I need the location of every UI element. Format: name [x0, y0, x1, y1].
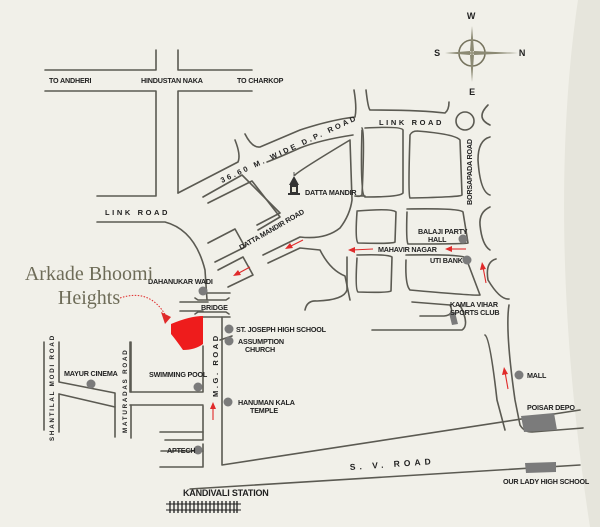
label-poisar-depo: POISAR DEPO — [527, 403, 575, 412]
label-aptech: APTECH — [167, 446, 195, 455]
project-plot-marker[interactable] — [171, 316, 203, 350]
label-kamla-vihar-1: KAMLA VIHAR — [450, 300, 499, 309]
poi-balaji-party-hall[interactable] — [458, 234, 468, 244]
road-label-shantilal-modi-road: SHANTILAL MODI ROAD — [49, 334, 56, 441]
poi-swimming-pool[interactable] — [193, 382, 203, 392]
dp-road — [177, 89, 450, 226]
poi-assumption-church[interactable] — [224, 336, 234, 346]
direction-arrows — [210, 239, 509, 420]
label-assumption-1: ASSUMPTION — [238, 337, 284, 346]
project-title-line1: Arkade Bhoomi — [24, 263, 154, 285]
page-curl — [564, 0, 600, 527]
roads-top-left — [44, 49, 253, 301]
label-balaji-party-hall-1: BALAJI PARTY — [418, 227, 468, 236]
city-blocks — [207, 104, 584, 433]
road-label-dp-road: 36.60 M. WIDE D.P. ROAD — [219, 113, 359, 185]
label-hanuman-2: TEMPLE — [250, 406, 278, 415]
road-label-maturadas-road: MATURADAS ROAD — [122, 348, 129, 433]
road-label-borsapada-road: BORSAPADA ROAD — [465, 139, 474, 205]
road-label-mg-road: M.G. ROAD — [211, 333, 220, 397]
road-label-datta-mandir-road: DATTA MANDIR ROAD — [238, 207, 306, 252]
poi-markers — [86, 234, 524, 455]
label-balaji-party-hall-2: HALL — [428, 235, 447, 244]
poi-dahanukar-wadi[interactable] — [198, 286, 208, 296]
label-kamla-vihar-2: SPORTS CLUB — [450, 308, 499, 317]
label-dahanukar-wadi: DAHANUKAR WADI — [148, 277, 213, 286]
temple-icon — [288, 172, 300, 195]
label-mayur-cinema: MAYUR CINEMA — [64, 369, 118, 378]
project-pointer-arrow — [119, 294, 167, 317]
road-label-mahavir-nagar: MAHAVIR NAGAR — [378, 245, 438, 254]
road-label-sv-road: S. V. ROAD — [349, 456, 435, 472]
bridge — [194, 297, 230, 315]
label-uti-bank: UTI BANK — [430, 256, 464, 265]
road-label-hindustan-naka: HINDUSTAN NAKA — [141, 76, 203, 85]
poi-uti-bank[interactable] — [462, 255, 472, 265]
our-lady-marker — [525, 462, 556, 473]
mg-road-area — [43, 292, 581, 490]
compass-west-label: W — [467, 11, 476, 21]
label-datta-mandir: DATTA MANDIR — [305, 188, 357, 197]
poi-hanuman-temple[interactable] — [223, 397, 233, 407]
compass-north-label: N — [519, 48, 525, 58]
compass-south-label: S — [434, 48, 440, 58]
road-label-to-andheri: TO ANDHERI — [49, 76, 92, 85]
poi-aptech[interactable] — [193, 445, 203, 455]
compass-rose-icon — [445, 26, 518, 82]
poisar-depo-marker — [521, 413, 557, 432]
label-mall: MALL — [527, 371, 547, 380]
road-label-link-road-left: LINK ROAD — [105, 208, 170, 217]
project-title-line2: Heights — [57, 287, 121, 309]
project-title: Arkade Bhoomi Heights — [4, 262, 174, 310]
railway-track-icon — [166, 501, 241, 513]
poi-mayur-cinema[interactable] — [86, 379, 96, 389]
label-our-lady: OUR LADY HIGH SCHOOL — [503, 477, 590, 486]
project-pointer-arrowhead — [161, 312, 171, 324]
label-kandivali-station: KANDIVALI STATION — [183, 488, 269, 498]
poi-st-joseph[interactable] — [224, 324, 234, 334]
kamla-vihar-marker — [449, 312, 458, 325]
label-assumption-2: CHURCH — [245, 345, 275, 354]
label-swimming-pool: SWIMMING POOL — [149, 370, 208, 379]
road-label-link-road-top: LINK ROAD — [379, 118, 444, 127]
bridge-label: BRIDGE — [201, 303, 228, 312]
road-label-to-charkop: TO CHARKOP — [237, 76, 284, 85]
label-hanuman-1: HANUMAN KALA — [238, 398, 295, 407]
label-st-joseph: ST. JOSEPH HIGH SCHOOL — [236, 325, 327, 334]
poi-mall[interactable] — [514, 370, 524, 380]
compass-east-label: E — [469, 87, 475, 97]
